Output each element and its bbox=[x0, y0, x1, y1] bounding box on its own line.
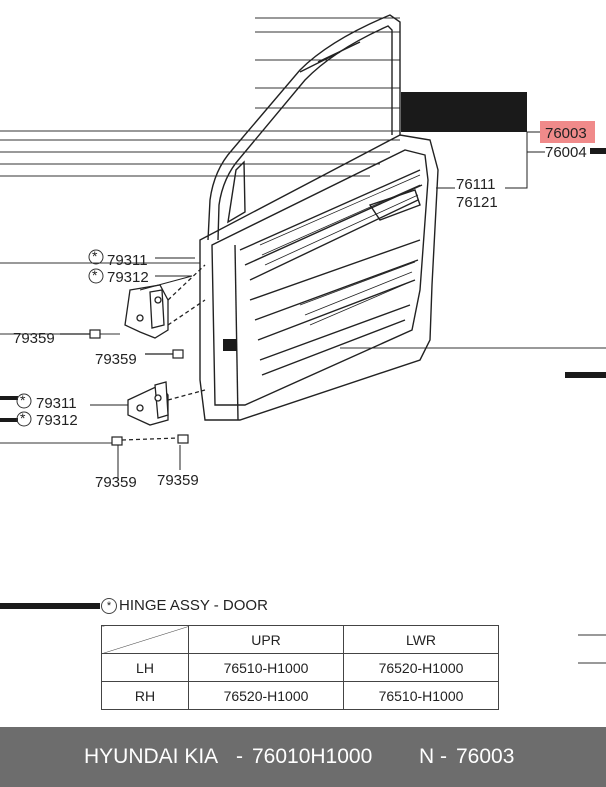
callout-upper-bolt-left: 79359 bbox=[13, 330, 55, 347]
bolt-lower-right bbox=[177, 434, 189, 444]
callout-lower-79312-group: * 79312 bbox=[16, 410, 78, 429]
bolt-lower-left bbox=[111, 436, 123, 446]
table-row: RH 76520-H1000 76510-H1000 bbox=[101, 681, 499, 710]
callout-lower-bolt-right: 79359 bbox=[157, 472, 199, 489]
dark-band-left-2 bbox=[0, 418, 18, 422]
callout-upper-79311-group: * 79311 bbox=[88, 248, 148, 269]
table-header-row: UPR LWR bbox=[101, 625, 499, 654]
dark-band-right bbox=[565, 372, 606, 378]
bolt-upper-left bbox=[89, 329, 101, 339]
door-body bbox=[199, 134, 439, 421]
callout-upper-79311: 79311 bbox=[107, 252, 148, 269]
footer-n-prefix: N - bbox=[419, 745, 447, 768]
table-header-lwr: LWR bbox=[343, 625, 499, 654]
hinge-table: UPR LWR LH 76510-H1000 76520-H1000 RH 76… bbox=[101, 625, 499, 710]
table-cell-side: LH bbox=[101, 653, 189, 682]
table-row: LH 76510-H1000 76520-H1000 bbox=[101, 653, 499, 682]
footer-part-number: 76010H1000 bbox=[252, 745, 373, 768]
table-cell-lwr: 76510-H1000 bbox=[343, 681, 499, 710]
upper-hinge bbox=[124, 264, 206, 339]
callout-76004: 76004 bbox=[545, 144, 587, 161]
callout-76111: 76111 bbox=[456, 176, 496, 193]
dark-band-left-1 bbox=[0, 396, 18, 400]
footer-separator: - bbox=[236, 745, 243, 768]
table-corner bbox=[101, 625, 189, 654]
callout-76121: 76121 bbox=[456, 194, 498, 211]
svg-text:*: * bbox=[20, 410, 26, 426]
bolts bbox=[60, 329, 189, 446]
lower-hinge bbox=[127, 381, 206, 426]
door-exploded-diagram: 76003 76004 76111 76121 * 79311 * 79312 … bbox=[0, 14, 606, 664]
footer-n-value: 76003 bbox=[456, 745, 515, 768]
svg-text:*: * bbox=[92, 267, 98, 283]
callout-lower-79312: 79312 bbox=[36, 412, 78, 429]
leader-lines bbox=[90, 131, 545, 480]
door-frame bbox=[207, 14, 401, 241]
table-cell-side: RH bbox=[101, 681, 189, 710]
dark-band-top bbox=[401, 92, 527, 132]
callout-lower-79311: 79311 bbox=[36, 395, 77, 412]
asterisk-symbol: * bbox=[101, 598, 117, 614]
highlight-76003 bbox=[540, 121, 595, 143]
bolt-upper-right bbox=[172, 349, 184, 359]
door-hatching bbox=[259, 174, 421, 326]
dark-band-note bbox=[0, 603, 100, 609]
dark-band-76004 bbox=[590, 148, 606, 154]
callout-76003: 76003 bbox=[545, 125, 587, 142]
callout-lower-79311-group: * 79311 bbox=[16, 392, 77, 412]
svg-text:*: * bbox=[92, 248, 98, 264]
table-cell-lwr: 76520-H1000 bbox=[343, 653, 499, 682]
table-header-upr: UPR bbox=[188, 625, 344, 654]
door-latch-mark bbox=[223, 339, 237, 351]
callout-lower-bolt-left: 79359 bbox=[95, 474, 137, 491]
callout-upper-79312: 79312 bbox=[107, 269, 149, 286]
footer-brand: HYUNDAI KIA bbox=[84, 745, 219, 768]
table-cell-upr: 76510-H1000 bbox=[188, 653, 344, 682]
svg-text:*: * bbox=[20, 392, 26, 408]
table-cell-upr: 76520-H1000 bbox=[188, 681, 344, 710]
callout-upper-bolt-right: 79359 bbox=[95, 351, 137, 368]
hinge-note-text: HINGE ASSY - DOOR bbox=[119, 597, 268, 614]
hinge-note: *HINGE ASSY - DOOR bbox=[101, 597, 268, 614]
footer-bar: HYUNDAI KIA - 76010H1000 N - 76003 bbox=[0, 727, 606, 787]
callout-upper-79312-group: * 79312 bbox=[88, 267, 149, 286]
